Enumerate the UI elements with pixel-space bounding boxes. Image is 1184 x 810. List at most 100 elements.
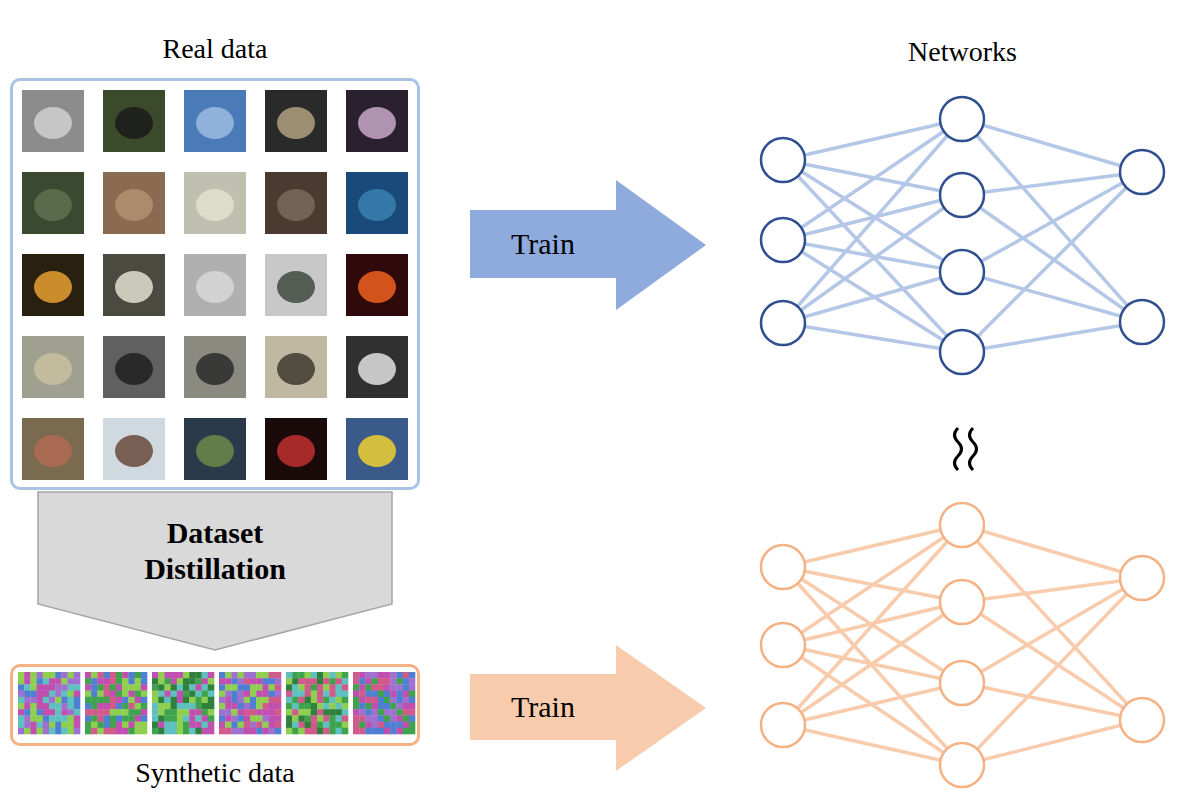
thumbnail-image — [103, 418, 165, 480]
noise-pixel — [116, 722, 123, 729]
noise-pixel — [158, 709, 165, 716]
network-weight — [962, 578, 1142, 683]
noise-pixel — [37, 678, 44, 685]
noise-pixel — [104, 697, 111, 704]
arrow-text-holder: Train — [470, 210, 616, 278]
noise-pixel — [244, 684, 251, 691]
noise-pixel — [43, 728, 50, 735]
synthetic-image — [219, 672, 281, 734]
noise-pixel — [384, 728, 391, 735]
noise-pixel — [409, 709, 416, 716]
noise-pixel — [262, 678, 269, 685]
noise-pixel — [311, 697, 318, 704]
noise-pixel — [68, 678, 75, 685]
noise-pixel — [189, 691, 196, 698]
noise-pixel — [18, 684, 25, 691]
noise-pixel — [238, 722, 245, 729]
noise-pixel — [208, 678, 215, 685]
noise-pixel — [49, 678, 56, 685]
noise-pixel — [128, 715, 135, 722]
noise-pixel — [104, 678, 111, 685]
data-panel: Real data — [10, 78, 420, 490]
thumbnail-image — [346, 254, 408, 316]
noise-pixel — [244, 703, 251, 710]
noise-pixel — [365, 697, 372, 704]
noise-pixel — [317, 715, 324, 722]
noise-pixel — [208, 672, 215, 679]
noise-pixel — [219, 672, 226, 679]
noise-pixel — [122, 703, 129, 710]
network-neuron — [1120, 698, 1164, 742]
noise-pixel — [189, 684, 196, 691]
noise-pixel — [189, 678, 196, 685]
synthetic-image — [85, 672, 147, 734]
thumbnail-subject — [196, 271, 234, 303]
noise-pixel — [122, 722, 129, 729]
noise-pixel — [359, 691, 366, 698]
noise-pixel — [91, 684, 98, 691]
noise-pixel — [256, 709, 263, 716]
network-neuron — [940, 580, 984, 624]
noise-pixel — [359, 672, 366, 679]
noise-pixel — [24, 722, 31, 729]
noise-pixel — [231, 728, 238, 735]
noise-pixel — [49, 709, 56, 716]
noise-pixel — [403, 697, 410, 704]
noise-pixel — [37, 684, 44, 691]
noise-pixel — [317, 672, 324, 679]
noise-pixel — [30, 728, 37, 735]
noise-pixel — [24, 684, 31, 691]
noise-pixel — [262, 715, 269, 722]
noise-pixel — [177, 697, 184, 704]
noise-pixel — [342, 672, 349, 679]
noise-pixel — [269, 672, 276, 679]
noise-pixel — [195, 691, 202, 698]
noise-pixel — [250, 728, 257, 735]
noise-pixel — [128, 709, 135, 716]
noise-pixel — [409, 684, 416, 691]
noise-pixel — [353, 691, 360, 698]
noise-pixel — [18, 672, 25, 679]
noise-pixel — [372, 672, 379, 679]
network-weight — [962, 119, 1142, 322]
noise-pixel — [135, 691, 142, 698]
noise-pixel — [317, 709, 324, 716]
noise-pixel — [43, 691, 50, 698]
noise-pixel — [219, 678, 226, 685]
noise-pixel — [135, 728, 142, 735]
network-neuron — [940, 743, 984, 787]
noise-pixel — [262, 722, 269, 729]
noise-pixel — [110, 715, 117, 722]
noise-pixel — [24, 709, 31, 716]
noise-pixel — [135, 722, 142, 729]
noise-pixel — [152, 672, 159, 679]
noise-pixel — [183, 722, 190, 729]
noise-pixel — [18, 703, 25, 710]
noise-pixel — [365, 678, 372, 685]
noise-pixel — [244, 691, 251, 698]
noise-pixel — [141, 684, 148, 691]
noise-pixel — [286, 678, 293, 685]
noise-pixel — [225, 678, 232, 685]
noise-pixel — [298, 691, 305, 698]
noise-pixel — [262, 728, 269, 735]
noise-pixel — [104, 672, 111, 679]
noise-pixel — [74, 709, 81, 716]
arrow-label: Dataset Distillation — [100, 515, 330, 587]
noise-pixel — [97, 684, 104, 691]
noise-pixel — [37, 722, 44, 729]
thumbnail-image — [346, 336, 408, 398]
noise-pixel — [286, 691, 293, 698]
noise-pixel — [372, 697, 379, 704]
noise-pixel — [30, 678, 37, 685]
noise-pixel — [116, 684, 123, 691]
block-arrow: Train — [470, 180, 706, 310]
noise-pixel — [141, 697, 148, 704]
noise-pixel — [225, 697, 232, 704]
noise-pixel — [384, 703, 391, 710]
noise-pixel — [378, 672, 385, 679]
noise-pixel — [336, 697, 343, 704]
noise-pixel — [177, 728, 184, 735]
noise-pixel — [342, 678, 349, 685]
noise-pixel — [202, 709, 209, 716]
